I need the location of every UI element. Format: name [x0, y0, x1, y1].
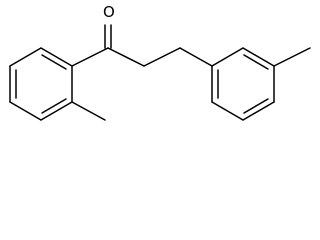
bond-chain: [143, 47, 181, 67]
double-bond-inner-left: [41, 54, 67, 70]
bond-chain: [107, 47, 145, 67]
bond-methyl-right: [273, 47, 311, 67]
oxygen-atom-label: O: [103, 3, 115, 21]
bond-ring-right: [242, 101, 275, 121]
bond-ring-left: [40, 47, 73, 67]
chemical-structure-diagram: O: [9, 3, 311, 121]
bond-ring-right: [242, 47, 275, 67]
bond-ring-right: [211, 101, 244, 121]
bond-ring-right: [211, 47, 244, 67]
bond-ring-left: [40, 101, 73, 121]
double-bond-inner-left: [41, 98, 67, 114]
bond-ring-left: [9, 47, 42, 67]
left-benzene-ring: [9, 47, 73, 121]
bond-ring-to-carbonyl: [71, 47, 109, 67]
bond-methyl-left: [71, 101, 106, 121]
bond-ring-left: [9, 101, 42, 121]
double-bond-inner-right: [243, 54, 269, 70]
double-bond-inner-right: [243, 98, 269, 114]
bond-chain-to-ring: [179, 47, 213, 67]
right-benzene-ring: [211, 47, 275, 121]
carbonyl-group: O: [71, 3, 115, 67]
